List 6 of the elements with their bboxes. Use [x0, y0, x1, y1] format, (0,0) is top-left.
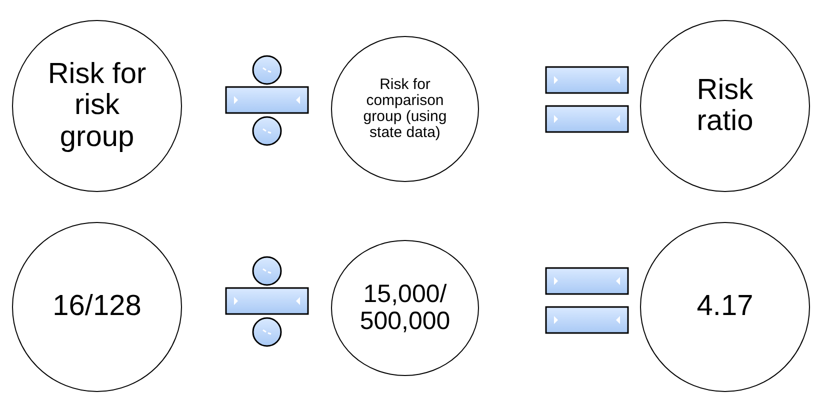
node-text: 16/128 [52, 291, 142, 323]
node-text: Risk for risk group [46, 59, 148, 153]
node-text: 15,000/ 500,000 [358, 281, 452, 335]
node-text: Risk for comparison group (using state data) [362, 76, 448, 142]
node-text: 4.17 [696, 291, 754, 323]
node-text: Risk ratio [696, 74, 754, 138]
